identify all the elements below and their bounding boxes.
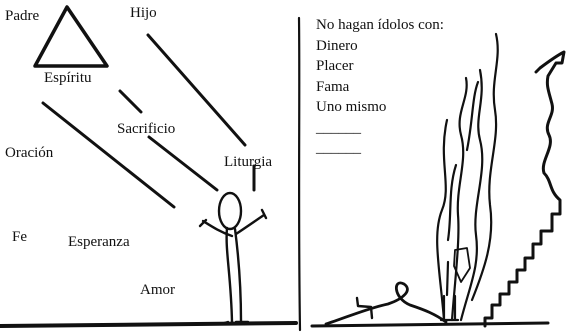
figure-head — [217, 191, 243, 231]
label-hijo: Hijo — [130, 5, 157, 21]
idol-item-blank-1: ______ — [316, 119, 361, 136]
label-esperanza: Esperanza — [68, 234, 130, 250]
smoke-coil — [324, 281, 448, 326]
staircase-silhouette — [483, 50, 566, 328]
label-padre: Padre — [5, 8, 40, 24]
ground-right — [310, 321, 550, 328]
ray-sacrificio-lower — [147, 135, 219, 192]
label-fe: Fe — [12, 229, 27, 245]
idol-item-fame: Fama — [316, 78, 350, 95]
figure-arm-right — [234, 213, 266, 236]
idol-list-heading: No hagan ídolos con: — [316, 17, 444, 33]
label-liturgia: Liturgia — [224, 154, 273, 170]
idol-item-money: Dinero — [316, 37, 358, 54]
idol-item-pleasure: Placer — [316, 58, 354, 74]
label-amor: Amor — [140, 282, 175, 298]
ground-left — [0, 321, 298, 328]
idol-item-self: Uno mismo — [316, 99, 387, 115]
label-espiritu: Espíritu — [44, 70, 92, 86]
ray-sacrificio-upper — [118, 89, 143, 114]
label-sacrificio: Sacrificio — [117, 121, 176, 137]
trinity-triangle — [33, 5, 109, 68]
label-oracion: Oración — [5, 145, 54, 161]
stick-figure — [198, 191, 268, 326]
divider-line — [297, 16, 302, 332]
ray-to-oracion — [41, 101, 176, 209]
idol-list: No hagan ídolos con: Dinero Placer Fama … — [316, 15, 444, 159]
figure-body-left — [225, 226, 234, 324]
ray-from-hijo — [146, 33, 247, 147]
figure-body-right — [233, 227, 243, 323]
smoke-plume — [436, 32, 499, 322]
candle-outline — [453, 247, 471, 283]
wave-platform-left — [355, 296, 374, 320]
idol-item-blank-2: ______ — [316, 140, 361, 156]
